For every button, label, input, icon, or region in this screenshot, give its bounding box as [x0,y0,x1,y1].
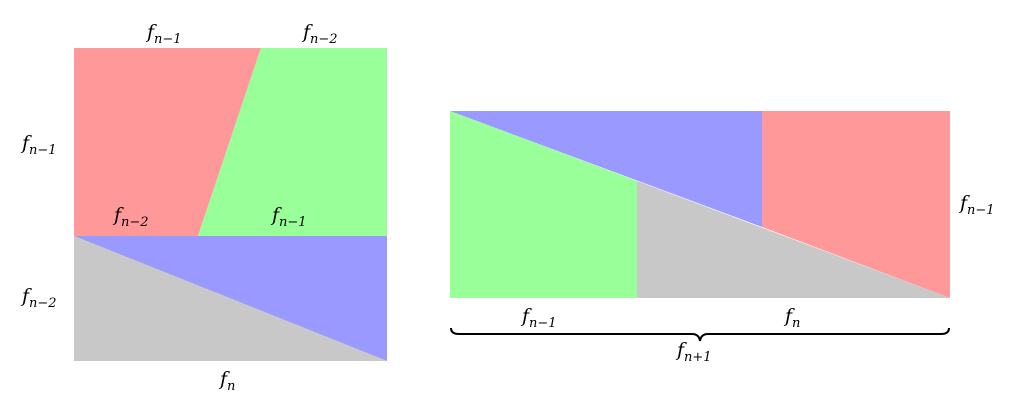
label-left-mid-fn-1: fn−1 [270,204,307,230]
label-left-side-fn-2: fn−2 [20,285,57,311]
label-right-bottom-fn: fn [783,305,800,331]
label-left-mid-fn-2: fn−2 [112,204,149,230]
label-right-side-fn-1: fn−1 [958,192,995,218]
left-square-figure [74,48,387,361]
label-left-top-fn-2: fn−2 [301,21,338,47]
right-red-trapezoid [762,111,950,298]
label-left-top-fn-1: fn−1 [145,21,182,47]
right-rectangle-figure [450,111,950,298]
right-gray-triangle [637,181,950,298]
label-right-brace-fn+1: fn+1 [675,339,712,365]
bottom-brace [450,327,950,342]
left-red-trapezoid [74,48,261,236]
left-gray-triangle [74,236,387,361]
label-left-side-fn-1: fn−1 [20,132,57,158]
right-blue-triangle [450,111,762,227]
label-right-bottom-fn-1: fn−1 [520,305,557,331]
label-left-bottom-fn: fn [218,368,235,394]
left-green-trapezoid [198,48,387,236]
right-green-trapezoid [450,111,637,298]
